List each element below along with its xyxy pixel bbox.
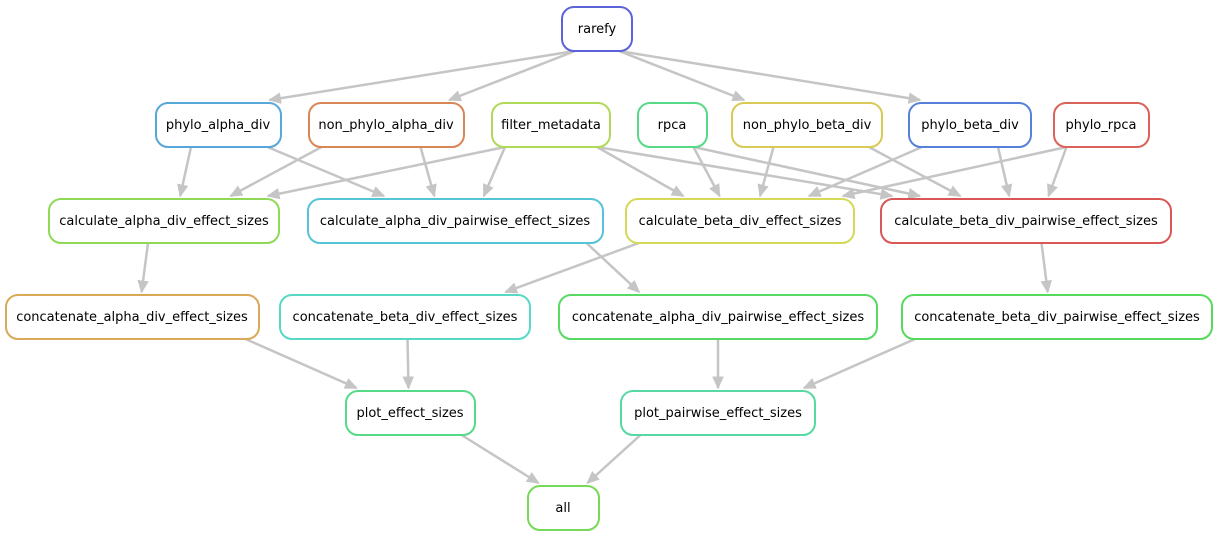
dag-edge-calculate_alpha_div_pairwise_effect_sizes--concatenate_alpha_div_pairwise_effect_sizes bbox=[585, 242, 641, 294]
dag-node-plot_effect_sizes: plot_effect_sizes bbox=[344, 390, 476, 436]
dag-edge-calculate_beta_div_effect_sizes--concatenate_beta_div_effect_sizes bbox=[504, 241, 640, 294]
dag-edge-rarefy--non_phylo_alpha_div bbox=[447, 49, 576, 102]
dag-edge-plot_pairwise_effect_sizes--all bbox=[586, 434, 642, 485]
dag-edge-rarefy--phylo_alpha_div bbox=[268, 49, 576, 104]
dag-edge-phylo_alpha_div--calculate_alpha_div_pairwise_effect_sizes bbox=[267, 145, 386, 198]
dag-edge-phylo_rpca--calculate_beta_div_pairwise_effect_sizes bbox=[1047, 146, 1068, 198]
dag-edge-phylo_beta_div--calculate_beta_div_pairwise_effect_sizes bbox=[996, 146, 1013, 198]
dag-edge-rarefy--phylo_beta_div bbox=[618, 49, 922, 104]
dag-edge-concatenate_beta_div_pairwise_effect_sizes--plot_pairwise_effect_sizes bbox=[802, 337, 916, 390]
dag-edge-rpca--calculate_beta_div_effect_sizes bbox=[692, 146, 721, 198]
dag-edge-non_phylo_alpha_div--calculate_alpha_div_pairwise_effect_sizes bbox=[419, 146, 437, 198]
dag-edge-phylo_rpca--calculate_beta_div_effect_sizes bbox=[841, 145, 1067, 200]
dag-edge-concatenate_alpha_div_effect_sizes--plot_effect_sizes bbox=[244, 337, 358, 390]
dag-node-calculate_alpha_div_pairwise_effect_sizes: calculate_alpha_div_pairwise_effect_size… bbox=[306, 198, 604, 244]
dag-node-phylo_alpha_div: phylo_alpha_div bbox=[154, 102, 282, 148]
dag-node-concatenate_alpha_div_pairwise_effect_sizes: concatenate_alpha_div_pairwise_effect_si… bbox=[558, 294, 878, 340]
dag-edge-non_phylo_beta_div--calculate_beta_div_effect_sizes bbox=[757, 146, 775, 198]
dag-edge-non_phylo_beta_div--calculate_beta_div_pairwise_effect_sizes bbox=[868, 145, 962, 198]
dag-node-non_phylo_alpha_div: non_phylo_alpha_div bbox=[307, 102, 465, 148]
dag-node-phylo_rpca: phylo_rpca bbox=[1052, 102, 1150, 148]
dag-node-non_phylo_beta_div: non_phylo_beta_div bbox=[731, 102, 883, 148]
dag-node-all: all bbox=[526, 485, 600, 531]
dag-edge-rpca--calculate_beta_div_pairwise_effect_sizes bbox=[693, 145, 922, 200]
dag-node-phylo_beta_div: phylo_beta_div bbox=[908, 102, 1032, 148]
dag-node-concatenate_alpha_div_effect_sizes: concatenate_alpha_div_effect_sizes bbox=[4, 294, 260, 340]
dag-node-calculate_beta_div_pairwise_effect_sizes: calculate_beta_div_pairwise_effect_sizes bbox=[880, 198, 1172, 244]
dag-edge-calculate_beta_div_pairwise_effect_sizes--concatenate_beta_div_pairwise_effect_sizes bbox=[1040, 242, 1052, 294]
dag-edge-calculate_alpha_div_effect_sizes--concatenate_alpha_div_effect_sizes bbox=[137, 242, 150, 294]
dag-edge-filter_metadata--calculate_beta_div_effect_sizes bbox=[596, 145, 685, 198]
dag-node-rpca: rpca bbox=[636, 102, 708, 148]
dag-edge-phylo_beta_div--calculate_beta_div_effect_sizes bbox=[807, 145, 923, 198]
dag-edge-filter_metadata--calculate_alpha_div_pairwise_effect_sizes bbox=[482, 146, 507, 198]
dag-node-rarefy: rarefy bbox=[561, 6, 633, 52]
dag-node-filter_metadata: filter_metadata bbox=[491, 102, 611, 148]
dag-edge-rarefy--non_phylo_beta_div bbox=[618, 49, 746, 102]
dag-edge-filter_metadata--calculate_alpha_div_effect_sizes bbox=[266, 145, 506, 200]
dag-edge-filter_metadata--calculate_beta_div_pairwise_effect_sizes bbox=[596, 145, 894, 200]
dag-edge-plot_effect_sizes--all bbox=[460, 433, 540, 485]
dag-node-concatenate_beta_div_effect_sizes: concatenate_beta_div_effect_sizes bbox=[279, 294, 531, 340]
dag-node-concatenate_beta_div_pairwise_effect_sizes: concatenate_beta_div_pairwise_effect_siz… bbox=[901, 294, 1213, 340]
dag-node-calculate_alpha_div_effect_sizes: calculate_alpha_div_effect_sizes bbox=[48, 198, 280, 244]
dag-edge-non_phylo_alpha_div--calculate_alpha_div_effect_sizes bbox=[229, 145, 323, 198]
dag-node-calculate_beta_div_effect_sizes: calculate_beta_div_effect_sizes bbox=[625, 198, 855, 244]
dag-edge-concatenate_beta_div_effect_sizes--plot_effect_sizes bbox=[402, 338, 415, 390]
dag-edge-phylo_alpha_div--calculate_alpha_div_effect_sizes bbox=[177, 146, 193, 198]
dag-node-plot_pairwise_effect_sizes: plot_pairwise_effect_sizes bbox=[620, 390, 816, 436]
